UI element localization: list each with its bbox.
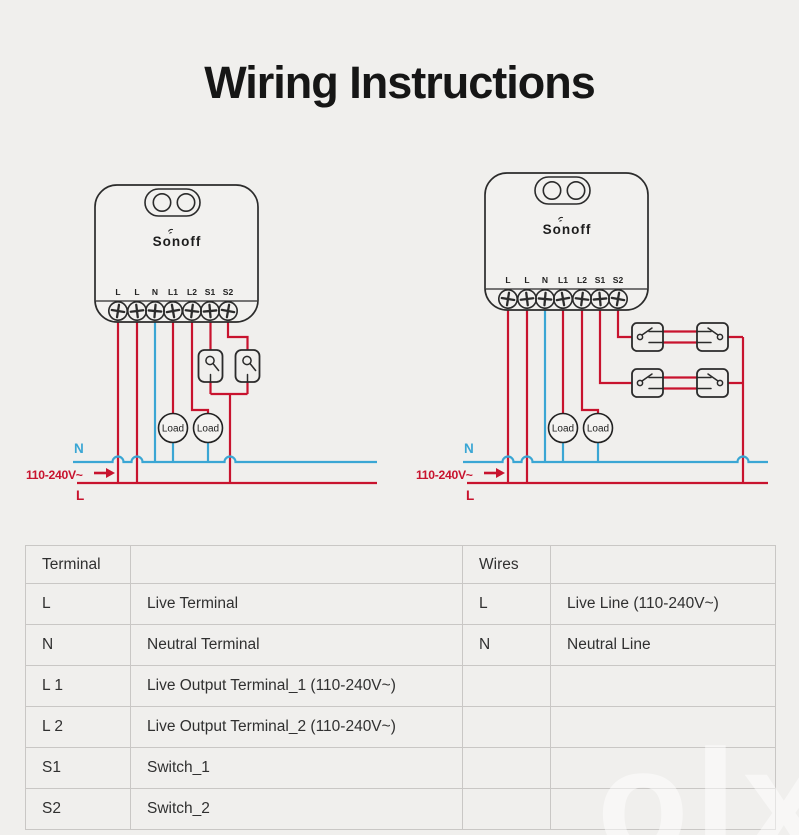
load-label: Load: [587, 424, 609, 435]
switch-wire-s2: [616, 310, 632, 339]
terminal-screws: [498, 289, 628, 309]
load-label: Load: [552, 424, 574, 435]
table-cell: Live Output Terminal_1 (110-240V~): [130, 665, 463, 707]
terminal-label: L: [524, 275, 529, 285]
table-cell: S1: [25, 747, 131, 789]
three-way-switch-box: [631, 368, 664, 398]
table-cell: Live Output Terminal_2 (110-240V~): [130, 706, 463, 748]
terminal-label: L: [115, 287, 120, 297]
neutral-line-label: N: [74, 441, 84, 456]
sonoff-device: Sonoff L L N L1 L2 S1 S2: [94, 184, 259, 323]
table-cell: [550, 747, 776, 789]
live-line-label: L: [76, 488, 84, 503]
terminal-screws: [108, 301, 238, 321]
brand-logo: Sonoff: [153, 234, 202, 249]
wiring-diagram-right: Load Load N 110-240V~ L Sonoff: [416, 172, 768, 503]
three-way-switch-box: [696, 368, 729, 398]
table-cell: [462, 665, 551, 707]
terminal-label: S2: [223, 287, 234, 297]
neutral-bus: [463, 455, 768, 464]
traveler-wires-row2: [663, 376, 697, 390]
load-label: Load: [197, 424, 219, 435]
terminal-label: N: [542, 275, 548, 285]
device-button: [152, 193, 172, 212]
table-cell: L: [25, 583, 131, 625]
table-cell: Neutral Terminal: [130, 624, 463, 666]
terminal-label: L1: [558, 275, 568, 285]
load-circle: Load: [547, 412, 579, 444]
table-cell: [130, 545, 463, 584]
table-cell: Live Line (110-240V~): [550, 583, 776, 625]
voltage-label: 110-240V~: [26, 468, 83, 482]
wifi-mark-icon: [558, 216, 564, 222]
load-circle: Load: [157, 412, 189, 444]
table-cell: S2: [25, 788, 131, 830]
traveler-wires-row1: [663, 330, 697, 344]
three-way-switch-box: [696, 322, 729, 352]
table-cell: L: [462, 583, 551, 625]
switch-return-wire: [209, 382, 249, 483]
neutral-line-label: N: [464, 441, 474, 456]
terminal-label: S1: [595, 275, 606, 285]
terminal-label: L2: [187, 287, 197, 297]
load-label: Load: [162, 424, 184, 435]
right-arrow-icon: [484, 468, 505, 478]
switch-wire-s1: [598, 310, 632, 385]
table-row: L 2 Live Output Terminal_2 (110-240V~): [25, 706, 776, 748]
table-cell: [462, 706, 551, 748]
terminal-label: L2: [577, 275, 587, 285]
table-row: L Live Terminal L Live Line (110-240V~): [25, 583, 776, 625]
table-cell: Live Terminal: [130, 583, 463, 625]
wall-switch-box: [234, 349, 261, 383]
live-output-wire-2: [190, 322, 210, 414]
page-title: Wiring Instructions: [204, 57, 596, 108]
table-header-row: Terminal Wires: [25, 545, 776, 584]
table-cell: N: [462, 624, 551, 666]
table-cell: [550, 545, 776, 584]
live-line-label: L: [466, 488, 474, 503]
table-cell: [462, 788, 551, 830]
table-row: S2 Switch_2: [25, 788, 776, 830]
table-cell: [550, 665, 776, 707]
table-row: N Neutral Terminal N Neutral Line: [25, 624, 776, 666]
terminal-wires-table: Terminal Wires L Live Terminal L Live Li…: [25, 545, 776, 830]
terminal-label: S2: [613, 275, 624, 285]
three-way-switch-box: [631, 322, 664, 352]
table-cell: Neutral Line: [550, 624, 776, 666]
wiring-diagrams: Load Load N 110-240V~ L Sonoff: [26, 172, 768, 503]
terminal-label: L: [505, 275, 510, 285]
terminal-label: L1: [168, 287, 178, 297]
live-output-wire-2: [580, 310, 600, 414]
table-cell: L 1: [25, 665, 131, 707]
load-circle: Load: [192, 412, 224, 444]
load-circle: Load: [582, 412, 614, 444]
table-row: S1 Switch_1: [25, 747, 776, 789]
wifi-mark-icon: [168, 228, 174, 234]
table-cell: Terminal: [25, 545, 131, 584]
right-arrow-icon: [94, 468, 115, 478]
device-button: [176, 193, 196, 212]
terminal-label: S1: [205, 287, 216, 297]
device-button: [566, 181, 586, 200]
terminal-label: L: [134, 287, 139, 297]
terminal-label: N: [152, 287, 158, 297]
wall-switch-box: [197, 349, 224, 383]
table-cell: L 2: [25, 706, 131, 748]
brand-logo: Sonoff: [543, 222, 592, 237]
table-cell: Switch_1: [130, 747, 463, 789]
table-cell: N: [25, 624, 131, 666]
table-row: L 1 Live Output Terminal_1 (110-240V~): [25, 665, 776, 707]
switch-wire-s2: [226, 322, 249, 350]
device-button: [542, 181, 562, 200]
neutral-bus: [73, 455, 377, 464]
voltage-label: 110-240V~: [416, 468, 473, 482]
wiring-diagram-left: Load Load N 110-240V~ L Sonoff: [26, 184, 377, 503]
table-cell: [550, 706, 776, 748]
sonoff-device: Sonoff L L N L1 L2 S1 S2: [484, 172, 649, 311]
table-cell: Wires: [462, 545, 551, 584]
table-cell: [462, 747, 551, 789]
table-cell: Switch_2: [130, 788, 463, 830]
table-cell: [550, 788, 776, 830]
switch-return-wire: [728, 335, 745, 483]
